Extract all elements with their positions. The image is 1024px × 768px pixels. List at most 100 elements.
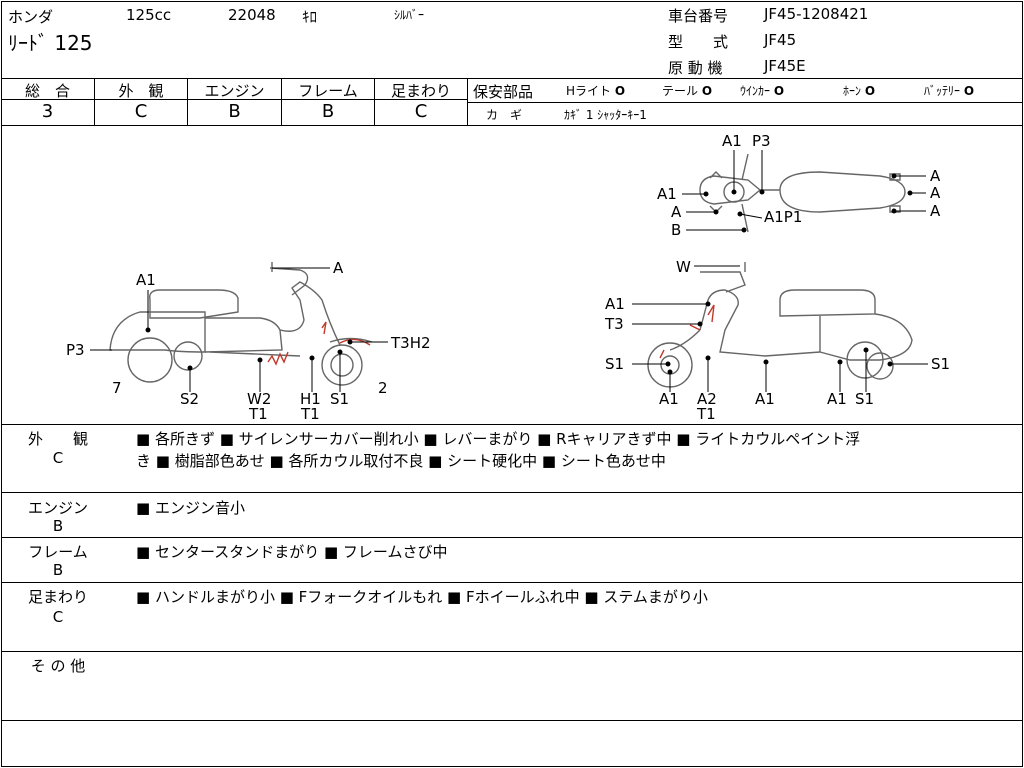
diagram-label: A1: [659, 390, 679, 408]
safety-item-battery: ﾊﾞｯﾃﾘｰ O: [924, 84, 975, 98]
remark-text-frame: ■ センタースタンドまがり ■ フレームさび中: [136, 543, 448, 561]
diagram-label: T3H2: [390, 334, 431, 352]
remark-category-exterior: 外 観: [27, 430, 88, 448]
diagram-label: S1: [855, 390, 874, 408]
ok-mark: O: [864, 84, 876, 98]
safety-item-horn: ﾎｰﾝ O: [843, 84, 876, 98]
score-value-frame: B: [321, 101, 335, 122]
ok-mark: O: [773, 84, 785, 98]
divider: [1, 582, 1022, 583]
type-value: JF45: [764, 31, 797, 49]
displacement: 125cc: [126, 6, 172, 24]
diagram-label: A: [930, 184, 941, 202]
diagram-label: S1: [931, 355, 950, 373]
divider: [1, 99, 94, 100]
score-label-frame: フレーム: [298, 82, 358, 100]
remark-grade-exterior: C: [52, 449, 64, 467]
diagram-label: A: [671, 203, 682, 221]
divider: [1, 424, 1022, 425]
diagram-label: P3: [752, 132, 771, 150]
remark-text-exterior: ■ 各所きず ■ サイレンサーカバー削れ小 ■ レバーまがり ■ Rキャリアきず…: [136, 430, 861, 448]
divider: [1, 125, 1022, 126]
diagram-label: A1: [755, 390, 775, 408]
diagram-label: S2: [180, 390, 199, 408]
diagram-label: H1: [300, 390, 321, 408]
divider: [1, 492, 1022, 493]
damage-diagram: A A1 P3 7 S2 W2 T1 H1 T1 S1 2 T3H2 W A1 …: [66, 132, 950, 423]
diagram-label: A: [930, 167, 941, 185]
diagram-label: S1: [330, 390, 349, 408]
safety-item-winker: ｳｲﾝｶｰ O: [740, 84, 785, 98]
ok-mark: O: [701, 84, 713, 98]
remark-text-suspension: ■ ハンドルまがり小 ■ Fフォークオイルもれ ■ Fホイールふれ中 ■ ステム…: [136, 588, 708, 606]
diagram-label: A1: [722, 132, 742, 150]
engine-label: 原 動 機: [668, 59, 723, 77]
remark-text-exterior-cont: き ■ 樹脂部色あせ ■ 各所カウル取付不良 ■ シート硬化中 ■ シート色あせ…: [136, 452, 666, 470]
divider: [374, 78, 375, 125]
divider: [1, 651, 1022, 652]
diagram-label: A1: [827, 390, 847, 408]
score-value-total: 3: [41, 101, 54, 122]
score-label-suspension: 足まわり: [390, 82, 451, 100]
diagram-label: T1: [300, 405, 320, 423]
remark-grade-engine: B: [52, 517, 64, 535]
maker: ホンダ: [8, 8, 54, 26]
type-label: 型 式: [668, 33, 729, 51]
frame-no-label: 車台番号: [668, 7, 729, 25]
remark-category-suspension: 足まわり: [27, 588, 88, 606]
divider: [1, 537, 1022, 538]
score-label-exterior: 外 観: [118, 82, 164, 100]
remark-grade-suspension: C: [52, 608, 64, 626]
mileage: 22048: [228, 6, 276, 24]
diagram-label: S1: [605, 355, 624, 373]
diagram-label: T3: [604, 315, 624, 333]
diagram-label: A: [333, 259, 344, 277]
diagram-label: A1: [605, 295, 625, 313]
diagram-label: T1: [248, 405, 268, 423]
model-name: ﾘｰﾄﾞ 125: [8, 31, 93, 55]
frame-no: JF45-1208421: [764, 5, 869, 23]
diagram-label: A2: [697, 390, 717, 408]
diagram-label: A1P1: [764, 208, 802, 226]
remark-text-engine: ■ エンジン音小: [136, 499, 245, 517]
divider: [468, 102, 1022, 103]
remark-grade-frame: B: [52, 561, 64, 579]
remark-category-other: そ の 他: [30, 657, 86, 675]
remark-category-engine: エンジン: [27, 499, 88, 517]
scooter-left-side-view: [109, 262, 373, 386]
diagram-label: A1: [136, 271, 156, 289]
diagram-label: W: [676, 258, 691, 276]
scooter-top-view: [699, 153, 906, 233]
diagram-label: P3: [66, 341, 85, 359]
divider: [1, 720, 1022, 721]
diagram-label: A1: [657, 185, 677, 203]
diagram-label: 7: [112, 379, 122, 397]
score-label-engine: エンジン: [204, 82, 265, 100]
ok-mark: O: [963, 84, 975, 98]
divider: [281, 78, 282, 125]
divider: [1, 78, 1022, 79]
safety-item-tail: テール O: [662, 84, 713, 98]
damage-marks: [267, 304, 715, 366]
key-value: ｶｷﾞ 1 ｼｬｯﾀｰｷｰ1: [564, 108, 647, 122]
safety-label: 保安部品: [473, 83, 534, 101]
divider: [187, 78, 188, 125]
score-value-suspension: C: [414, 101, 428, 122]
safety-item-headlight: Hライト O: [566, 84, 626, 98]
diagram-label: W2: [247, 390, 271, 408]
divider: [467, 78, 468, 125]
score-value-engine: B: [228, 101, 241, 122]
remark-category-frame: フレーム: [28, 543, 88, 561]
diagram-label: B: [671, 221, 681, 239]
ok-mark: O: [614, 84, 626, 98]
score-value-exterior: C: [134, 101, 148, 122]
diagram-label: T1: [696, 405, 716, 423]
divider: [94, 78, 95, 125]
score-label-total: 総 合: [24, 82, 70, 100]
diagram-label: 2: [378, 379, 388, 397]
color: ｼﾙﾊﾞｰ: [394, 8, 425, 22]
mileage-unit: ｷﾛ: [302, 8, 318, 26]
key-label: カ ギ: [486, 108, 523, 122]
diagram-label: A: [930, 202, 941, 220]
